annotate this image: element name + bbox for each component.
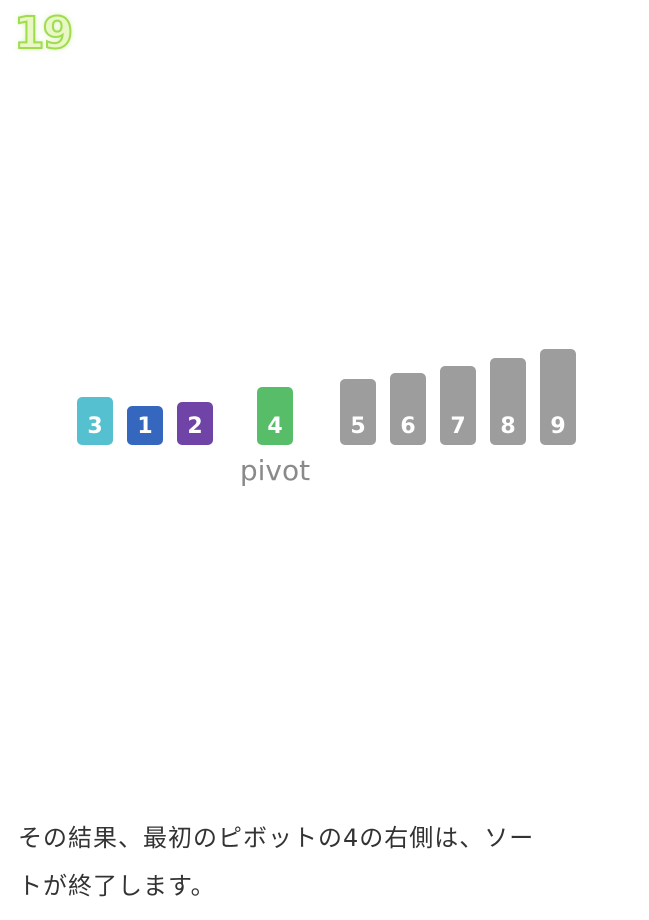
bar-2: 2 — [177, 402, 213, 445]
pivot-label: pivot — [239, 454, 311, 487]
caption-text: その結果、最初のピボットの4の右側は、ソー トが終了します。 — [18, 814, 638, 910]
step-number: 19 — [13, 7, 74, 60]
caption-line-1: その結果、最初のピボットの4の右側は、ソー — [18, 824, 535, 852]
bar-5: 5 — [340, 379, 376, 445]
bar-1: 1 — [127, 406, 163, 445]
bar-9: 9 — [540, 349, 576, 445]
bar-3: 3 — [77, 397, 113, 445]
bar-8: 8 — [490, 358, 526, 445]
bar-6: 6 — [390, 373, 426, 445]
caption-line-2: トが終了します。 — [18, 872, 216, 900]
bar-4-pivot: 4 — [257, 387, 293, 445]
bar-7: 7 — [440, 366, 476, 445]
bar-diagram: 3 1 2 4 5 6 7 8 9 pivot — [77, 349, 576, 487]
